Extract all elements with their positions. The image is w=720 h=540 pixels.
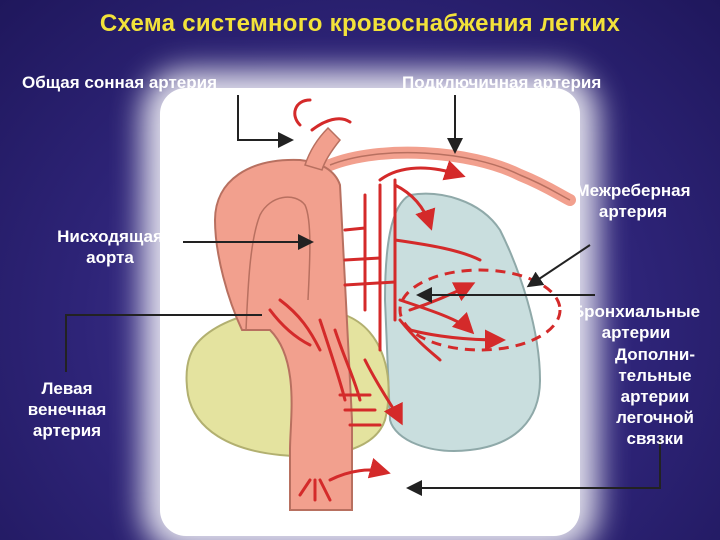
bronchial-loop — [398, 268, 562, 352]
label-descending-aorta: Нисходящая аорта — [57, 227, 163, 267]
label-subclavian-artery: Подключичная артерия — [402, 73, 602, 92]
artery-network — [268, 98, 506, 502]
label-left-coronary-artery: Левая венечная артерия — [27, 379, 107, 440]
lung-shape — [383, 192, 542, 452]
label-bronchial-arteries: Бронхиальные артерии — [571, 302, 701, 342]
label-common-carotid-artery: Общая сонная артерия — [22, 73, 217, 92]
subclavian-artery — [324, 146, 576, 206]
carotid-trunk — [304, 126, 342, 171]
label-pulmonary-ligament-arteries: Дополни- тельные артерии легочной связки — [614, 345, 696, 448]
diagram-title: Схема системного кровоснабжения легких — [99, 10, 621, 37]
aorta-shape — [213, 158, 353, 511]
label-intercostal-artery: Межреберная артерия — [575, 181, 691, 221]
pointer-lines — [65, 95, 661, 496]
